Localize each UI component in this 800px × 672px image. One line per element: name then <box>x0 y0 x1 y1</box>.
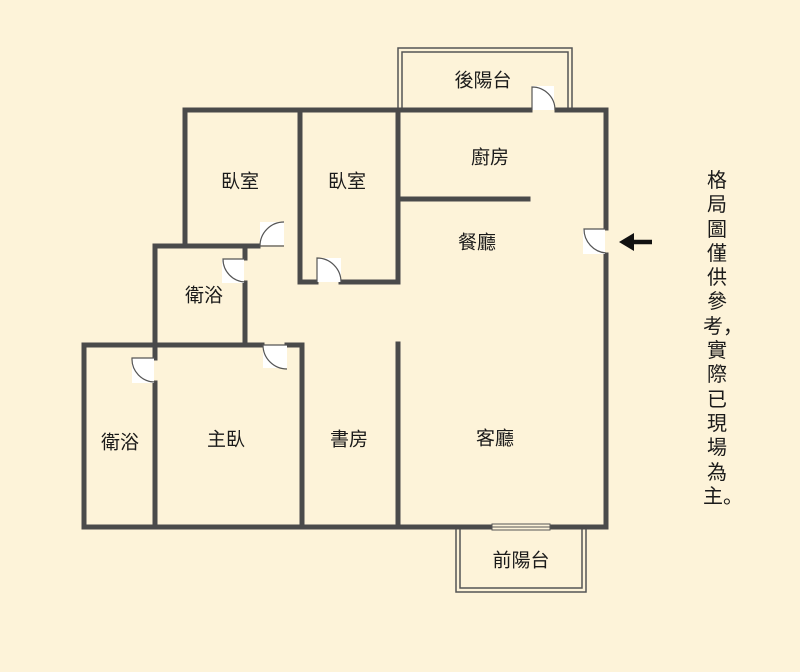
door-bedroom-right <box>316 257 342 283</box>
room-label-bath-upper: 衛浴 <box>185 285 223 307</box>
room-label-rear-balcony: 後陽台 <box>454 70 511 92</box>
room-label-bath-lower: 衛浴 <box>101 432 139 454</box>
front-balcony <box>455 527 587 593</box>
room-label-bedroom-right: 臥室 <box>328 171 366 193</box>
door-bath-upper <box>222 258 246 283</box>
rear-balcony <box>397 47 573 110</box>
room-label-dining: 餐廳 <box>458 232 496 254</box>
room-label-front-balcony: 前陽台 <box>492 550 549 572</box>
doors <box>131 86 607 531</box>
room-label-living: 客廳 <box>476 428 514 450</box>
room-label-study: 書房 <box>330 429 368 451</box>
door-bath-lower <box>131 357 156 383</box>
room-label-bedroom-left: 臥室 <box>221 171 259 193</box>
door-rear-balcony <box>531 86 556 111</box>
door-entrance <box>583 228 607 254</box>
sliding-door-front-balcony <box>491 523 551 531</box>
room-label-master-bedroom: 主臥 <box>207 429 245 451</box>
door-bedroom-left <box>259 221 285 247</box>
walls <box>81 107 609 530</box>
room-label-kitchen: 廚房 <box>471 146 509 169</box>
door-master-bedroom <box>262 344 288 370</box>
disclaimer-note: 格局圖僅供參考，實際已現場為主。 <box>703 168 743 508</box>
arrow-left-icon <box>619 233 652 251</box>
